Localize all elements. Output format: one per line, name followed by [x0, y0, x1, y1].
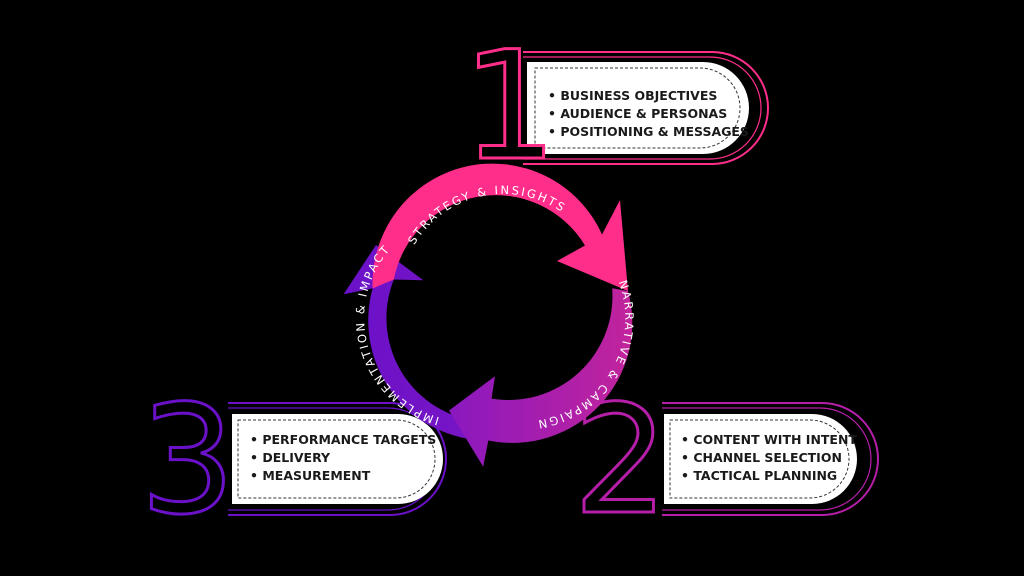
- stage-1-item-1-label: BUSINESS OBJECTIVES: [560, 88, 717, 103]
- stage-2-item-1: • CONTENT WITH INTENT: [681, 432, 857, 447]
- stage-1-item-1: • BUSINESS OBJECTIVES: [548, 88, 717, 103]
- stage-3-item-1-label: PERFORMANCE TARGETS: [262, 432, 436, 447]
- strategy-arrow-segment: [372, 163, 628, 291]
- bullet-icon: •: [250, 432, 262, 447]
- stage-1-item-3-label: POSITIONING & MESSAGES: [560, 124, 749, 139]
- bullet-icon: •: [548, 88, 560, 103]
- bullet-icon: •: [250, 468, 262, 483]
- stage-1-card: [527, 62, 749, 154]
- bullet-icon: •: [681, 432, 693, 447]
- stage-2-card-inner-outline: [662, 407, 872, 511]
- stage-2-card: [664, 414, 857, 504]
- stage-3-item-3-label: MEASUREMENT: [262, 468, 370, 483]
- stage-3-card-dashed-border: [237, 419, 436, 499]
- stage-1-item-3: • POSITIONING & MESSAGES: [548, 124, 749, 139]
- stage-2-card-outline: [662, 402, 879, 516]
- stage-2-item-3-label: TACTICAL PLANNING: [693, 468, 837, 483]
- bullet-icon: •: [681, 450, 693, 465]
- bullet-icon: •: [548, 124, 560, 139]
- stage-2-item-2: • CHANNEL SELECTION: [681, 450, 842, 465]
- stage-3-group: 3 • PERFORMANCE TARGETS • DELIVERY • MEA…: [139, 373, 447, 550]
- stage-2-card-dashed-border: [669, 419, 850, 499]
- stage-2-item-2-label: CHANNEL SELECTION: [693, 450, 842, 465]
- stage-3-item-2: • DELIVERY: [250, 450, 331, 465]
- stage-1-item-2: • AUDIENCE & PERSONAS: [548, 106, 727, 121]
- stage-1-card-outline: [523, 51, 769, 165]
- bullet-icon: •: [250, 450, 262, 465]
- stage-3-card: [232, 414, 443, 504]
- stage-1-item-2-label: AUDIENCE & PERSONAS: [560, 106, 727, 121]
- stage-3-item-2-label: DELIVERY: [262, 450, 331, 465]
- stage-1-card-dashed-border: [534, 67, 741, 149]
- narrative-arrow-segment: [449, 288, 633, 467]
- stage-3-item-3: • MEASUREMENT: [250, 468, 371, 483]
- bullet-icon: •: [548, 106, 560, 121]
- stage-2-group: 2 • CONTENT WITH INTENT • CHANNEL SELECT…: [572, 373, 879, 550]
- stage-3-item-1: • PERFORMANCE TARGETS: [250, 432, 436, 447]
- stage-1-card-inner-outline: [523, 56, 762, 160]
- bullet-icon: •: [681, 468, 693, 483]
- stage-2-item-3: • TACTICAL PLANNING: [681, 468, 837, 483]
- stage-2-item-1-label: CONTENT WITH INTENT: [693, 432, 857, 447]
- stage-3-number: 3: [140, 374, 235, 548]
- implementation-arrow-segment: [343, 245, 492, 441]
